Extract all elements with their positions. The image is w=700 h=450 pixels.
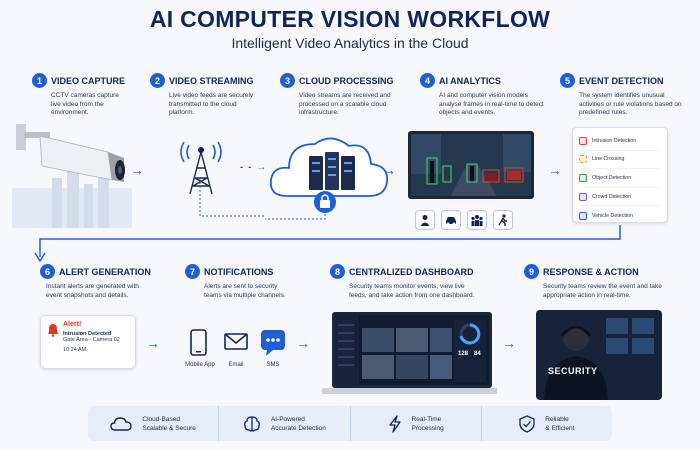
step-event-detection: 5 EVENT DETECTION The system identifies u… <box>560 73 690 118</box>
step-video-streaming: 2 VIDEO STREAMING Live video feeds are se… <box>150 73 260 118</box>
channel-label: Mobile App <box>185 362 215 368</box>
brain-icon <box>244 415 260 432</box>
step-number: 7 <box>185 264 200 279</box>
page-title: AI COMPUTER VISION WORKFLOW <box>149 6 551 32</box>
flow-arrow: → <box>382 162 396 178</box>
envelope-icon <box>224 333 248 350</box>
step-description: Video streams are received and processed… <box>299 92 391 116</box>
step-title: VIDEO CAPTURE <box>51 75 126 86</box>
alert-location: Gate Area - Camera 02 <box>63 337 120 343</box>
step-description: Live video feeds are securely transmitte… <box>169 92 254 116</box>
flow-arrow: → <box>130 162 144 178</box>
step-description: Alerts are sent to security teams via mu… <box>204 283 286 299</box>
step-number: 2 <box>150 73 165 88</box>
laptop-dashboard-illustration <box>322 312 497 394</box>
car-icon <box>441 210 461 230</box>
dashboard-stat: 84 <box>474 351 481 357</box>
page-subtitle: Intelligent Video Analytics in the Cloud <box>231 35 469 51</box>
channel-label: SMS <box>266 362 280 368</box>
row-connector-arrow <box>34 225 621 263</box>
channel-label: Email <box>228 362 244 368</box>
step-description: The system identifies unusual activities… <box>579 92 682 116</box>
flow-arrow: → <box>146 335 160 351</box>
antenna-tower-icon <box>180 141 222 195</box>
street-scene-image <box>411 134 531 196</box>
cloud-icon <box>110 416 133 431</box>
step-description: AI and computer vision models analyse fr… <box>439 92 544 116</box>
group-icon <box>579 192 587 201</box>
step-centralized-dashboard: 8 CENTRALIZED DASHBOARD Security teams mo… <box>330 264 495 300</box>
step-description: Security teams review the event and take… <box>543 283 662 299</box>
dashboard-stat: 128 <box>458 351 469 357</box>
sms-chat-icon <box>261 330 285 356</box>
list-item: Object Detection <box>579 169 661 188</box>
step-title: AI ANALYTICS <box>439 75 501 86</box>
step-number: 8 <box>330 264 345 279</box>
step-description: Security teams monitor events, view live… <box>349 283 475 299</box>
ai-video-feed <box>408 131 534 199</box>
alert-card: Alert! Intrusion Detected Gate Area - Ca… <box>40 315 136 369</box>
flow-arrow: → <box>502 335 516 351</box>
security-label: SECURITY <box>548 366 598 376</box>
security-officer-illustration <box>536 310 662 400</box>
step-number: 1 <box>32 73 47 88</box>
step-alert-generation: 6 ALERT GENERATION Instant alerts are gen… <box>40 264 151 300</box>
step-title: CENTRALIZED DASHBOARD <box>349 266 474 277</box>
step-description: CCTV cameras capture live video from the… <box>51 92 119 116</box>
step-ai-analytics: 4 AI ANALYTICS AI and computer vision mod… <box>420 73 548 118</box>
box-icon <box>579 173 587 182</box>
list-item: Line Crossing <box>579 151 661 170</box>
step-title: CLOUD PROCESSING <box>299 75 394 86</box>
list-item: Crowd Detection <box>579 188 661 207</box>
step-cloud-processing: 3 CLOUD PROCESSING Video streams are rece… <box>280 73 400 118</box>
flow-arrow: → <box>548 162 562 178</box>
step-title: RESPONSE & ACTION <box>543 266 639 277</box>
running-person-icon <box>493 210 513 230</box>
step-notifications: 7 NOTIFICATIONS Alerts are sent to securi… <box>185 264 295 300</box>
step-title: NOTIFICATIONS <box>204 266 274 277</box>
step-number: 4 <box>420 73 435 88</box>
cloud-server-illustration <box>265 137 389 220</box>
step-response-action: 9 RESPONSE & ACTION Security teams review… <box>524 264 674 300</box>
step-description: Instant alerts are generated with event … <box>46 283 139 299</box>
cctv-camera-illustration <box>12 124 132 228</box>
bell-icon <box>47 324 59 337</box>
running-person-icon <box>579 136 587 145</box>
alert-type: Intrusion Detected <box>63 331 112 337</box>
step-number: 3 <box>280 73 295 88</box>
step-title: VIDEO STREAMING <box>169 75 254 86</box>
alert-time: 10:24 AM <box>63 347 87 353</box>
person-icon <box>415 210 435 230</box>
mobile-phone-icon <box>190 329 207 356</box>
step-title: ALERT GENERATION <box>59 266 151 277</box>
group-icon <box>467 210 487 230</box>
car-icon <box>579 211 587 220</box>
list-item: Vehicle Detection <box>579 206 661 225</box>
shield-check-icon <box>519 414 535 433</box>
step-title: EVENT DETECTION <box>579 75 664 86</box>
step-number: 5 <box>560 73 575 88</box>
line-crossing-icon <box>579 155 587 164</box>
flow-arrow: - - → <box>240 162 268 173</box>
flow-arrow: → <box>296 335 310 351</box>
event-detection-list: Intrusion Detection Line Crossing Object… <box>572 127 668 223</box>
feature-reliable: Reliable& Efficient <box>482 406 612 441</box>
step-number: 6 <box>40 264 55 279</box>
step-number: 9 <box>524 264 539 279</box>
lightning-icon <box>388 414 401 433</box>
step-video-capture: 1 VIDEO CAPTURE CCTV cameras capture live… <box>32 73 130 118</box>
alert-heading: Alert! <box>63 321 82 328</box>
analytics-icon-row <box>415 210 513 230</box>
dashed-connector <box>199 178 266 217</box>
list-item: Intrusion Detection <box>579 132 661 151</box>
